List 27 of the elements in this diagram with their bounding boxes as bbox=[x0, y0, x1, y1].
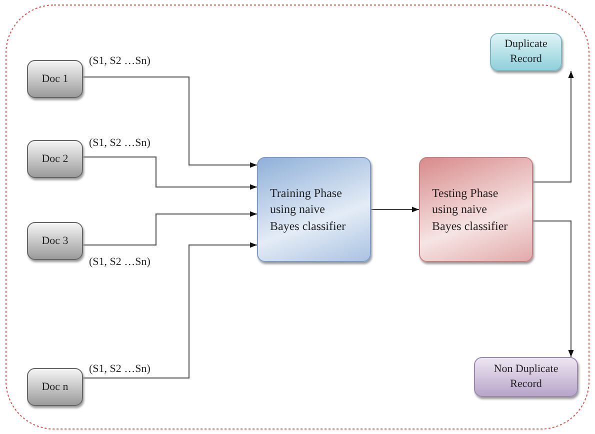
testing-phase-box bbox=[419, 157, 533, 262]
arrow bbox=[532, 70, 574, 182]
edge-label: (S1, S2 …Sn) bbox=[88, 363, 152, 375]
document-box bbox=[27, 140, 83, 178]
result-box bbox=[474, 357, 578, 397]
arrow bbox=[532, 220, 574, 358]
document-box bbox=[27, 368, 83, 406]
arrow bbox=[370, 206, 420, 212]
arrow bbox=[82, 211, 258, 246]
node-label: Non Duplicate Record bbox=[492, 362, 560, 392]
edge-label: (S1, S2 …Sn) bbox=[88, 55, 152, 67]
document-box bbox=[27, 222, 83, 260]
node-label: Testing Phase using naive Bayes classifier bbox=[432, 185, 508, 234]
node-label: Doc 3 bbox=[42, 234, 68, 248]
result-box bbox=[490, 33, 562, 71]
node-label: Doc n bbox=[42, 380, 68, 394]
node-label: Doc 1 bbox=[42, 72, 68, 86]
document-box bbox=[27, 60, 83, 98]
training-phase-box bbox=[257, 157, 371, 262]
arrow bbox=[82, 156, 258, 190]
node-label: Doc 2 bbox=[42, 152, 68, 166]
arrow bbox=[82, 242, 258, 378]
arrow bbox=[82, 76, 258, 168]
node-label: Training Phase using naive Bayes classifier bbox=[270, 185, 346, 234]
edge-label: (S1, S2 …Sn) bbox=[88, 137, 152, 149]
edge-label: (S1, S2 …Sn) bbox=[88, 256, 152, 268]
node-label: Duplicate Record bbox=[504, 37, 548, 67]
